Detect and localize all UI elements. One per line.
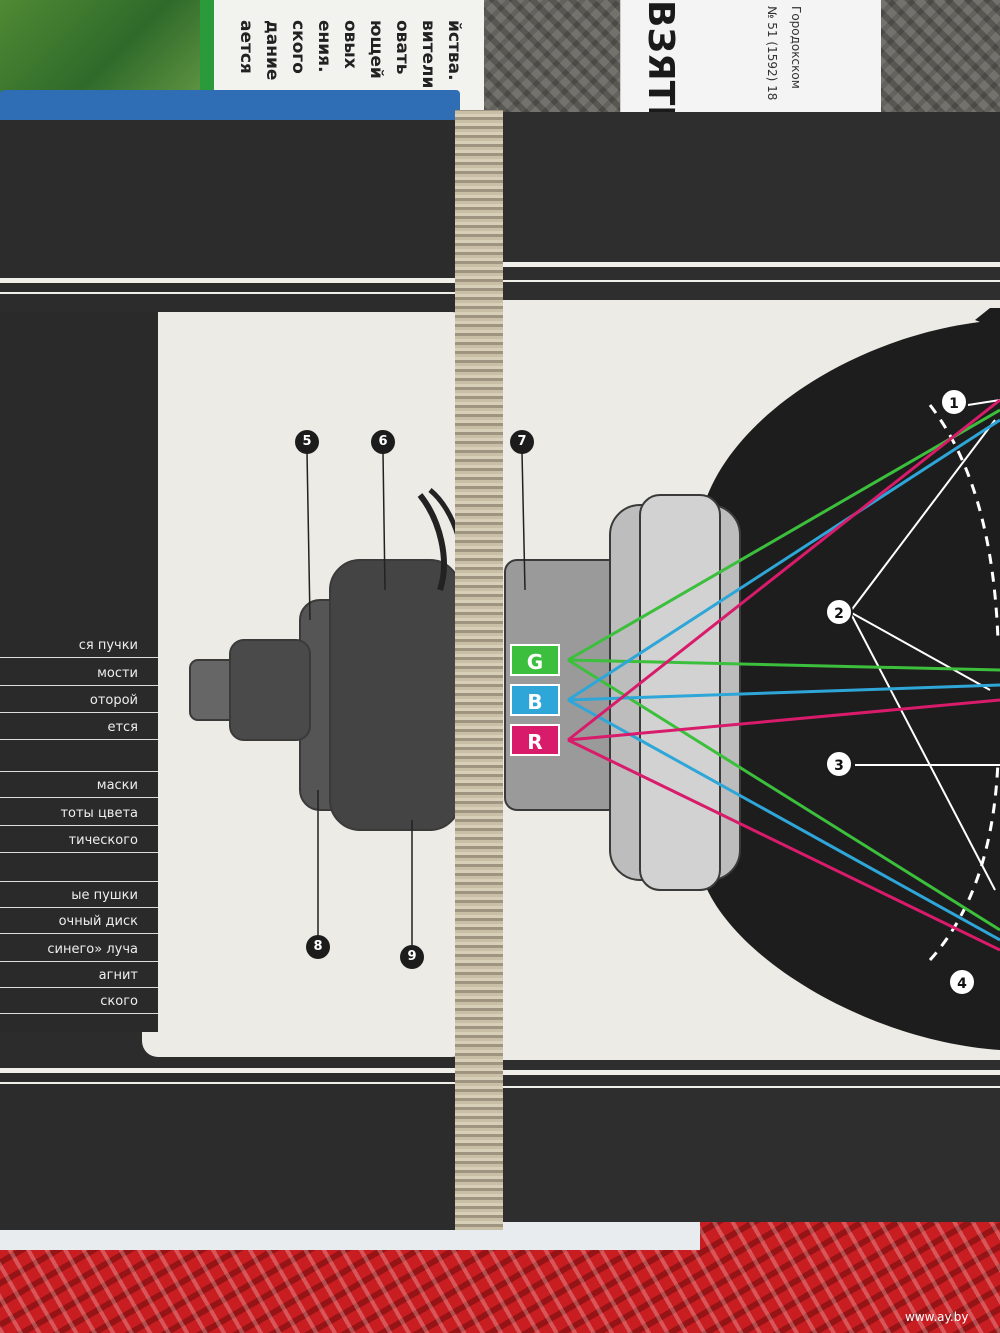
- gun-label-red: R: [510, 724, 560, 756]
- legend-label: оторой: [0, 689, 158, 713]
- legend-label: ся пучки: [0, 634, 158, 658]
- legend-label: [0, 858, 158, 882]
- crt-tip: [975, 308, 1000, 330]
- stripe: [0, 292, 470, 294]
- stripe: [0, 1068, 470, 1073]
- callout-3: 3: [825, 750, 853, 778]
- legend-label: тоты цвета: [0, 802, 158, 826]
- legend-label: ского: [0, 990, 158, 1014]
- legend-label: [0, 748, 158, 772]
- gun-label-blue: B: [510, 684, 560, 716]
- callout-7: 7: [510, 430, 534, 454]
- stripe: [0, 1082, 470, 1084]
- callout-1: 1: [940, 388, 968, 416]
- stripe: [490, 1070, 1000, 1075]
- stripe: [0, 278, 470, 283]
- stripe: [490, 1086, 1000, 1088]
- gun-label-green: G: [510, 644, 560, 676]
- legend-column: ся пучки мости оторой ется маски тоты цвета ти…: [0, 312, 158, 1032]
- callout-9: 9: [400, 945, 424, 969]
- stripe: [490, 262, 1000, 267]
- legend-label: мости: [0, 662, 158, 686]
- stripe: [490, 280, 1000, 282]
- legend-label: ые пушки: [0, 884, 158, 908]
- watermark: www.ay.by: [905, 1310, 969, 1324]
- callout-2: 2: [825, 598, 853, 626]
- leader-lines-right: [849, 399, 1000, 891]
- electron-beams: [567, 398, 1000, 952]
- electron-gun: [189, 488, 741, 891]
- mask-arc: [928, 404, 1000, 641]
- newspaper: ВЗЯТЫ № 51 (1592) 18 Городокском: [620, 0, 881, 143]
- legend-label: маски: [0, 774, 158, 798]
- mask-arc: [928, 759, 1000, 962]
- legend-label: агнит: [0, 964, 158, 988]
- legend-label: ется: [0, 716, 158, 740]
- torn-spine: [455, 110, 503, 1230]
- callout-4: 4: [948, 968, 976, 996]
- leader-lines-left: [306, 451, 526, 945]
- callout-8: 8: [306, 935, 330, 959]
- callout-6: 6: [371, 430, 395, 454]
- legend-label: синего» луча: [0, 938, 158, 962]
- callout-5: 5: [295, 430, 319, 454]
- legend-label: тического: [0, 829, 158, 853]
- crt-bulb: [700, 320, 1000, 1050]
- legend-label: очный диск: [0, 910, 158, 934]
